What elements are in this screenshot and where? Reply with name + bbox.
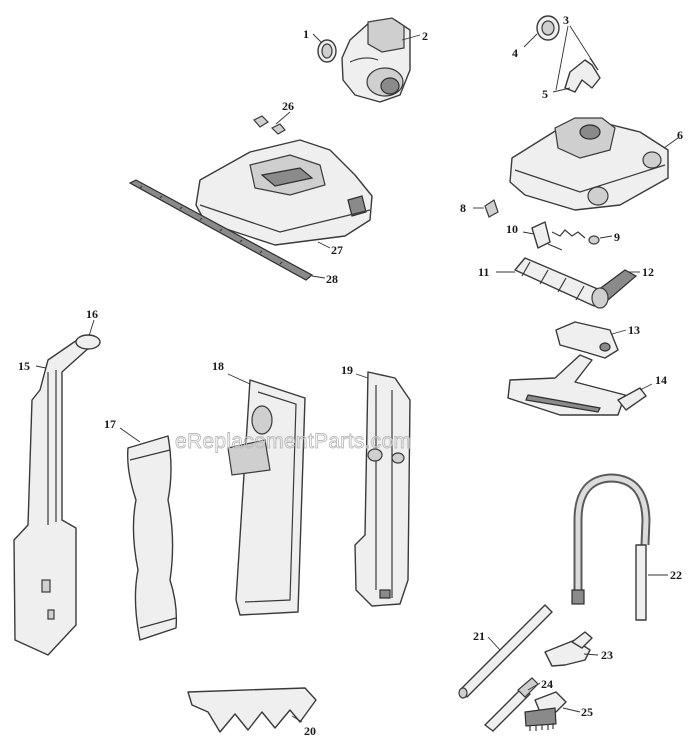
part-23-drawing (544, 631, 593, 667)
part-label: 2 (422, 29, 428, 43)
part-label: 9 (614, 230, 620, 244)
part-label: 12 (642, 265, 654, 279)
part-15-16-drawing (13, 334, 101, 656)
part-label: 16 (86, 307, 98, 321)
part-label: 8 (460, 201, 466, 215)
part-26-drawing (253, 115, 286, 135)
part-label: 11 (478, 265, 489, 279)
part-label: 10 (506, 222, 518, 236)
part-28-drawing (128, 179, 314, 281)
part-label: 18 (212, 359, 224, 373)
watermark-text: eReplacementParts.com (175, 430, 411, 453)
part-6-drawing (509, 117, 669, 211)
part-17-drawing (126, 435, 178, 641)
part-11-12-drawing (514, 257, 638, 309)
part-label: 4 (512, 46, 518, 60)
part-20-drawing (187, 687, 317, 733)
part-3-4-5-drawing (536, 15, 601, 93)
part-label: 14 (655, 373, 667, 387)
part-label: 28 (326, 272, 338, 286)
leader-lines (35, 25, 679, 723)
part-1-drawing (317, 39, 337, 63)
part-8-9-10-drawing (484, 199, 600, 251)
part-22-drawing (571, 473, 651, 621)
part-label: 3 (563, 13, 569, 27)
part-21-drawing (458, 604, 553, 699)
part-label: 22 (670, 568, 682, 582)
part-label: 20 (304, 724, 316, 738)
part-label: 23 (601, 648, 613, 662)
part-label: 27 (331, 243, 343, 257)
part-25-drawing (524, 691, 567, 731)
part-label: 15 (18, 359, 30, 373)
part-label: 6 (677, 128, 683, 142)
part-label: 24 (541, 677, 553, 691)
part-18-drawing (227, 379, 306, 616)
part-label: 1 (303, 27, 309, 41)
part-label: 17 (104, 417, 116, 431)
part-label: 26 (282, 99, 294, 113)
part-13-drawing (555, 321, 619, 359)
part-2-drawing (341, 17, 411, 103)
part-19-drawing (354, 371, 411, 607)
part-number-labels: 1 2 3 4 5 6 8 9 10 11 12 13 14 15 16 17 … (18, 13, 683, 738)
part-14-drawing (507, 354, 647, 416)
part-label: 13 (628, 323, 640, 337)
part-label: 5 (542, 87, 548, 101)
part-label: 19 (341, 363, 353, 377)
part-label: 21 (473, 629, 485, 643)
part-label: 25 (581, 705, 593, 719)
